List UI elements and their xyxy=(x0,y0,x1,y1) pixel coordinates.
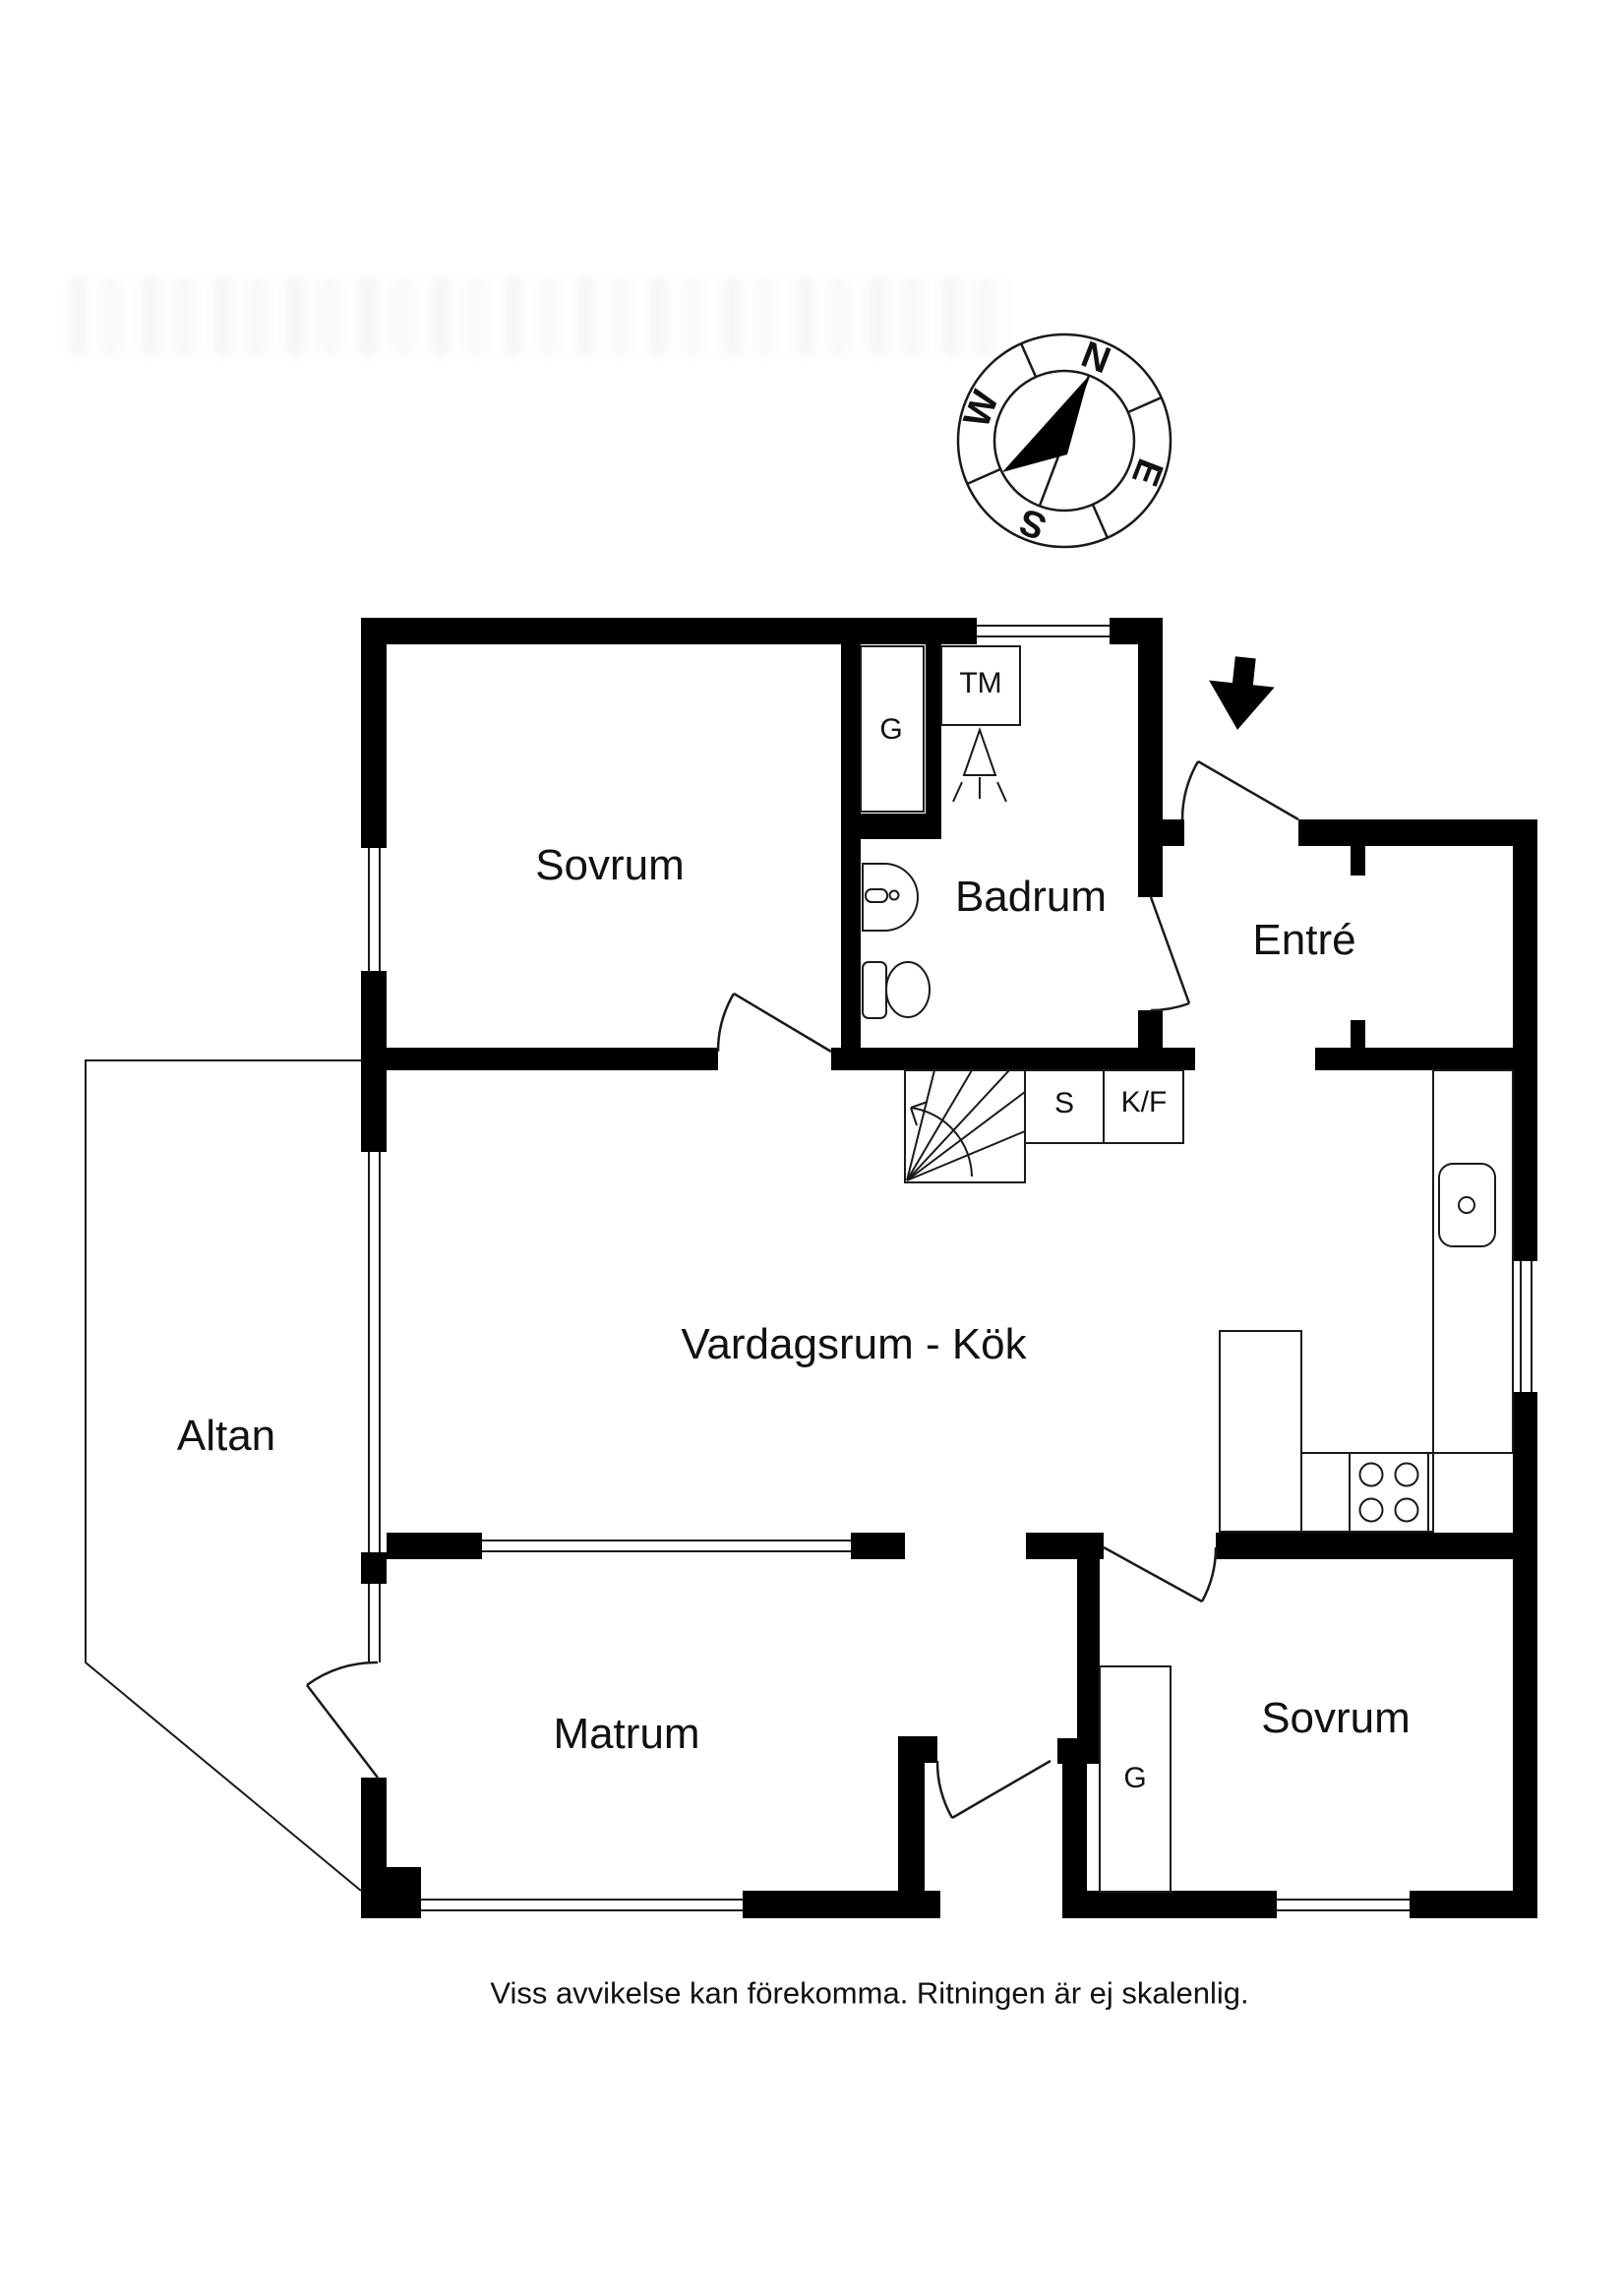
door-bedroom-bottom xyxy=(1103,1545,1218,1603)
wall-segment xyxy=(1062,1761,1087,1891)
wardrobe-top-box xyxy=(860,645,925,813)
kitchen-sink xyxy=(1438,1163,1496,1247)
window-top-bathroom xyxy=(977,625,1110,637)
stove xyxy=(1349,1452,1429,1533)
wall-segment xyxy=(841,644,861,1048)
wall-segment xyxy=(831,1048,1195,1070)
windows xyxy=(368,625,1533,1911)
wall-segment xyxy=(361,1778,387,1867)
wall-segment xyxy=(361,618,977,644)
wall-segment xyxy=(1138,644,1163,897)
door-bedroom-top xyxy=(716,992,832,1054)
wall-segment xyxy=(1138,1010,1163,1048)
wall-segment xyxy=(1513,819,1537,1261)
window-dining-living-partition xyxy=(482,1540,851,1552)
room-label-entry: Entré xyxy=(1252,916,1356,964)
window-bedroom-top-left xyxy=(368,848,381,971)
stair-direction-arrow xyxy=(910,1107,973,1178)
kitchen-counters xyxy=(1219,1069,1514,1533)
window-bedroom-bottom xyxy=(1277,1899,1410,1911)
wall-segment xyxy=(361,971,387,1152)
wall-segment xyxy=(841,814,941,839)
window-dining-bottom xyxy=(421,1899,743,1911)
shower-symbol xyxy=(952,726,1007,803)
compass-rose xyxy=(956,332,1172,549)
wall-segment xyxy=(387,1533,482,1559)
wall-segment xyxy=(926,644,941,814)
wall-segment xyxy=(1216,1533,1513,1559)
bathroom-fixtures xyxy=(862,726,1007,1019)
wall-segment xyxy=(1298,819,1513,846)
casework xyxy=(860,645,1184,1893)
wall-segment xyxy=(1110,618,1163,644)
compass-needle xyxy=(1002,376,1089,472)
room-label-terrace: Altan xyxy=(176,1412,276,1460)
label-washing-machine: TM xyxy=(959,667,1002,699)
disclaimer-text: Viss avvikelse kan förekomma. Ritningen … xyxy=(490,1975,1249,2011)
wall-segment xyxy=(1077,1533,1100,1738)
terrace-outline xyxy=(85,1059,362,1892)
wall-segment xyxy=(898,1736,925,1918)
wall-segment xyxy=(1163,819,1184,846)
wall-stub xyxy=(1351,846,1365,876)
door-bathroom xyxy=(1149,896,1191,1012)
tall-cabinet xyxy=(1219,1330,1302,1533)
window-kitchen-right xyxy=(1520,1261,1533,1392)
entrance-arrow-icon xyxy=(1209,656,1275,730)
wall-segment xyxy=(361,644,387,848)
stair xyxy=(904,1069,1026,1183)
room-label-bathroom: Badrum xyxy=(954,873,1108,921)
room-label-bedroom-top: Sovrum xyxy=(535,841,685,889)
wall-segment xyxy=(851,1533,905,1559)
blurred-watermark-band xyxy=(69,277,1013,356)
door-front-entrance xyxy=(1180,759,1299,821)
fridge-freezer-box xyxy=(1103,1069,1184,1144)
label-fridge-freezer: K/F xyxy=(1120,1086,1168,1118)
wall-segment xyxy=(361,1552,387,1584)
wall-segment xyxy=(1062,1891,1277,1918)
bathroom-sink xyxy=(862,863,919,932)
label-wardrobe-bottom: G xyxy=(1123,1762,1147,1794)
window-dining-left xyxy=(368,1584,381,1662)
door-terrace xyxy=(306,1661,379,1779)
door-back-entrance xyxy=(935,1759,1052,1820)
counter-right xyxy=(1432,1069,1514,1454)
wall-segment xyxy=(387,1048,718,1070)
wall-segment xyxy=(1315,1048,1513,1070)
label-pantry: S xyxy=(1053,1087,1075,1119)
room-label-living-kitchen: Vardagsrum - Kök xyxy=(681,1320,1027,1368)
window-living-left xyxy=(368,1152,381,1552)
wall-corner-sw xyxy=(361,1867,421,1918)
room-label-bedroom-bottom: Sovrum xyxy=(1261,1694,1411,1742)
label-wardrobe-top: G xyxy=(879,713,903,746)
wall-stub xyxy=(1351,1020,1365,1048)
doors xyxy=(306,759,1299,1820)
room-label-dining: Matrum xyxy=(553,1710,700,1758)
wall-segment xyxy=(1057,1738,1100,1764)
wall-segment xyxy=(1513,1392,1537,1918)
washing-machine-box xyxy=(940,645,1021,726)
toilet xyxy=(862,961,931,1019)
wardrobe-bottom-box xyxy=(1099,1665,1172,1893)
walls xyxy=(361,618,1537,1918)
